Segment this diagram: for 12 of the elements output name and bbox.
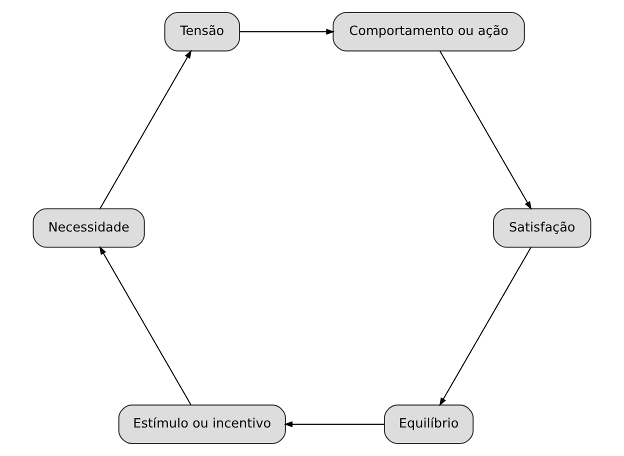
node-box: Necessidade <box>32 208 145 248</box>
node-box: Satisfação <box>492 208 592 248</box>
node-box: Comportamento ou ação <box>332 12 525 52</box>
node-box: Equilíbrio <box>384 404 474 444</box>
arrow <box>240 28 335 35</box>
arrow <box>284 421 384 428</box>
node-box: Estímulo ou incentivo <box>118 404 286 444</box>
arrow <box>99 246 192 406</box>
arrow <box>439 247 532 406</box>
arrow <box>440 51 532 210</box>
arrow <box>100 50 192 209</box>
node-box: Tensão <box>164 12 240 52</box>
